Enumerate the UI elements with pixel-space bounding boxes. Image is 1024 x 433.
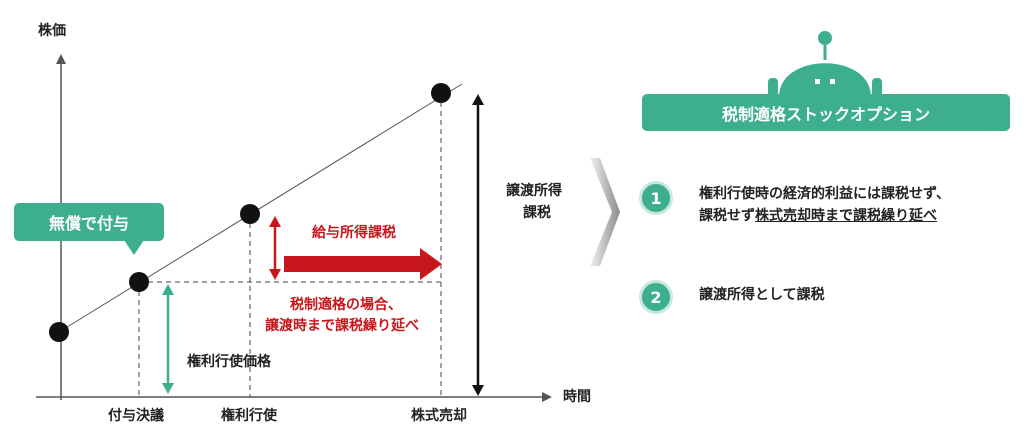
chevron-right-icon [590,158,620,266]
capital-gains-arrowhead-top [472,94,484,105]
item-2-text: 譲渡所得として課税 [699,287,825,303]
salary-income-tax-label: 給与所得課税 [312,225,396,241]
item-1-line2: 課税せず株式売却時まで課税繰り延べ [699,205,950,227]
strike-price-arrowhead-top [162,284,174,295]
point-start [49,322,69,342]
salary-tax-arrowhead-top [269,216,281,227]
strike-price-label: 権利行使価格 [187,354,271,370]
free-grant-callout: 無償で付与 [14,203,164,241]
deferral-label-line1: 税制適格の場合、 [290,297,402,313]
price-trend-line [58,83,463,333]
item-number-badge: 1 [639,181,673,215]
robot-mascot-icon [768,31,882,97]
point-exercise [240,204,260,224]
point-grant [129,272,149,292]
y-axis-arrowhead [56,54,66,64]
x-axis-arrowhead [542,392,552,402]
deferral-arrow [284,248,442,280]
capital-gains-label-line1: 譲渡所得 [506,183,562,199]
point-sale [431,83,451,103]
callout-tail [124,240,144,255]
deferral-label-line2: 譲渡時まで課税繰り延べ [265,318,419,334]
item-1-text: 権利行使時の経済的利益には課税せず、 課税せず株式売却時まで課税繰り延べ [699,183,950,227]
x-tick-sale: 株式売却 [411,408,467,424]
y-axis-label: 株価 [38,23,66,39]
item-1-line2-underlined: 株式売却時まで課税繰り延べ [755,208,937,224]
panel-title: 税制適格ストックオプション [642,94,1010,131]
item-1-line1: 権利行使時の経済的利益には課税せず、 [699,186,951,202]
capital-gains-arrowhead-bottom [472,385,484,396]
x-tick-exercise: 権利行使 [221,408,277,424]
strike-price-arrowhead-bottom [162,383,174,394]
capital-gains-label-line2: 課税 [523,205,551,221]
item-number-badge: 2 [639,280,673,314]
x-axis-label: 時間 [563,389,591,405]
salary-tax-arrowhead-bottom [269,269,281,280]
item-1-line2-plain: 課税せず [699,208,755,224]
x-tick-grant: 付与決議 [108,408,164,424]
